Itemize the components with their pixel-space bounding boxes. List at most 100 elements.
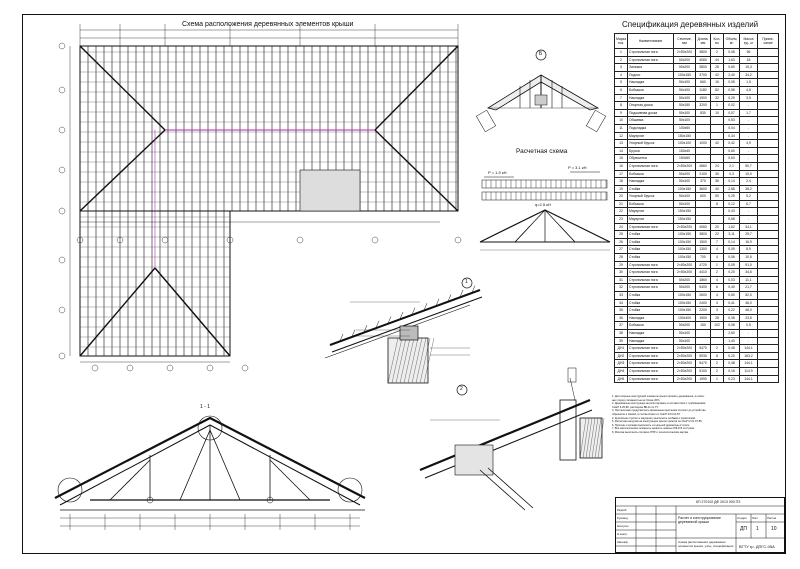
load-p1: P = 1.9 кН xyxy=(488,170,507,175)
spec-cell xyxy=(757,222,779,232)
spec-cell: 5470 xyxy=(695,344,711,353)
spec-cell: 100х100 xyxy=(673,139,696,148)
spec-cell: 1 xyxy=(710,260,724,270)
spec-cell: 0,60 xyxy=(723,146,740,156)
spec-cell: 660 xyxy=(695,78,711,87)
spec-cell: Затяжка xyxy=(627,63,674,72)
spec-header-cell: Приме-чание xyxy=(757,33,779,49)
spec-cell xyxy=(695,154,711,163)
spec-cell: 114,9 xyxy=(739,366,758,376)
spec-cell: 3 xyxy=(710,298,724,308)
spec-cell: 6,7 xyxy=(739,199,758,209)
note-line: 3. При монтаже предусмотреть временные к… xyxy=(612,409,706,413)
spec-cell: 4,9 xyxy=(739,139,758,148)
note-line: СНиП II-25-80, раствором ББ-11 по ТУ. xyxy=(612,405,659,409)
spec-cell: 91,0 xyxy=(739,260,758,270)
spec-cell: 1590 xyxy=(695,374,711,384)
spec-cell: Мауэрлат xyxy=(627,131,674,141)
spec-cell: 50х200 xyxy=(673,169,696,179)
spec-cell: 4 xyxy=(614,70,628,80)
spec-cell: 2×50х200 xyxy=(673,351,696,361)
spec-cell: 0,16 xyxy=(723,366,740,376)
note-line: 4. Крепление стропил к мауэрлату выполня… xyxy=(612,416,696,420)
spec-cell: 0,48 xyxy=(723,359,740,368)
spec-cell: 56 xyxy=(739,48,758,57)
mauerlat xyxy=(399,325,419,341)
spec-cell: 0,25 xyxy=(723,192,740,201)
title-block: КП 270102 ДФ 2013 000 ПЗ Расчет и констр… xyxy=(615,497,786,554)
spec-cell: Бобышка xyxy=(627,321,674,330)
spec-cell: 1,63 xyxy=(723,55,740,65)
spec-cell: 1000 xyxy=(695,139,711,148)
spec-cell: 25 xyxy=(614,230,628,239)
spec-cell: Накладка xyxy=(627,78,674,87)
spec-cell: 42 xyxy=(710,139,724,148)
spec-cell: 0,04 xyxy=(723,123,740,133)
spec-cell: 150х150 xyxy=(673,215,696,224)
spec-cell: 26 xyxy=(614,237,628,247)
hip-rafter-1 xyxy=(79,45,166,131)
section-truss xyxy=(54,415,366,530)
spec-cell: ДН2 xyxy=(614,351,628,361)
spec-cell: 3600 xyxy=(695,184,711,194)
spec-cell: 3700 xyxy=(695,70,711,80)
spec-cell: ДН5 xyxy=(614,374,628,384)
rafters-upper xyxy=(87,46,457,356)
spec-cell xyxy=(757,344,779,353)
spec-cell: 3 xyxy=(710,306,724,315)
spec-cell: 20 xyxy=(614,192,628,201)
spec-cell: 50х200 xyxy=(673,275,696,285)
spec-cell: 0,23 xyxy=(723,374,740,384)
spec-cell: 50х100 xyxy=(673,336,696,346)
spec-cell: 100х50 xyxy=(673,123,696,133)
spec-cell: 38 xyxy=(614,328,628,338)
spec-cell: 100х150 xyxy=(673,184,696,194)
spec-cell xyxy=(757,116,779,125)
spec-cell: 1,62 xyxy=(723,222,740,232)
spec-cell: 0,48 xyxy=(723,344,740,353)
spec-cell: Упорный брусок xyxy=(627,139,674,148)
spec-cell xyxy=(757,313,779,323)
callout-2: 2 xyxy=(460,386,463,392)
spec-cell: 4860 xyxy=(695,161,711,171)
spec-cell: 0,42 xyxy=(723,139,740,148)
sheet-value: 1 xyxy=(756,526,759,532)
spec-cell: 31 xyxy=(614,275,628,285)
spec-cell: Накладка xyxy=(627,177,674,186)
spec-cell: 32 xyxy=(710,93,724,103)
spec-cell: 15 xyxy=(614,154,628,163)
spec-cell: 2 xyxy=(710,48,724,57)
spec-cell: 4060 xyxy=(695,222,711,232)
spec-cell: 38,2 xyxy=(739,184,758,194)
spec-cell: 50х200 xyxy=(673,321,696,330)
sheet-title: Схема расположения деревянных элементов … xyxy=(678,540,734,548)
spec-cell: 3800 xyxy=(695,63,711,72)
general-notes: 1. Для опорных конструкций элементы крыш… xyxy=(612,395,780,435)
spec-cell: 5470 xyxy=(695,359,711,368)
spec-cell: 0,07 xyxy=(723,108,740,118)
spec-cell xyxy=(757,359,779,368)
spec-cell xyxy=(757,154,779,163)
spec-cell xyxy=(710,336,724,346)
spec-cell: 2 xyxy=(710,344,724,353)
spec-cell xyxy=(757,366,779,376)
spec-cell: 3,5 xyxy=(739,93,758,103)
spec-cell: 35 xyxy=(614,306,628,315)
spec-cell: 39 xyxy=(614,336,628,346)
spec-cell xyxy=(757,161,779,171)
spec-cell: 50х100 xyxy=(673,108,696,118)
spec-cell xyxy=(710,116,724,125)
spec-cell: 0,53 xyxy=(723,116,740,125)
spec-cell: 0,60 xyxy=(723,63,740,72)
spec-cell: Стропильная нога xyxy=(627,344,674,353)
